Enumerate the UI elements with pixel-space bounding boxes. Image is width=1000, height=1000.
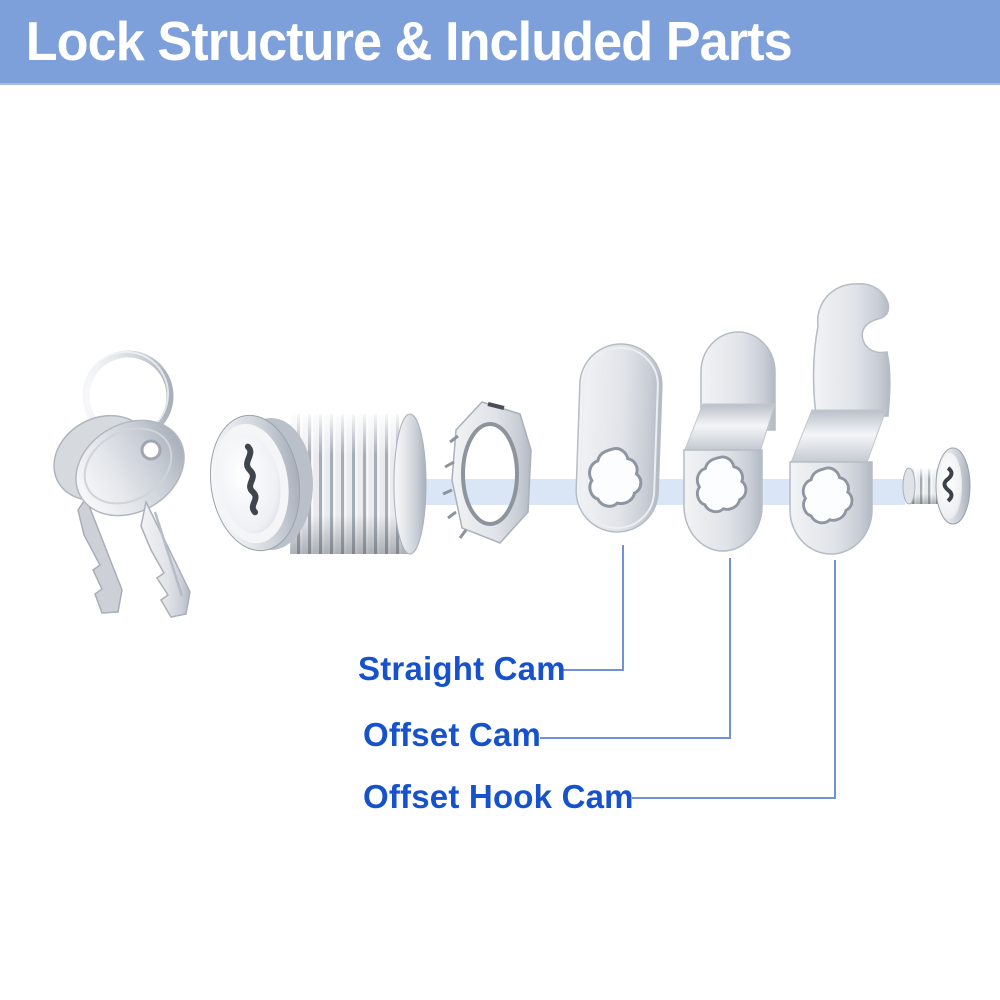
mounting-screw-icon [902, 447, 971, 525]
lock-cylinder-icon [209, 413, 427, 555]
keyway-slot [244, 443, 259, 516]
offset-hook-cam-icon [789, 283, 891, 555]
page-title: Lock Structure & Included Parts [25, 10, 793, 72]
header-banner: Lock Structure & Included Parts [0, 0, 1000, 85]
keys-with-keyring-icon [53, 350, 191, 618]
straight-cam-icon [575, 343, 663, 533]
hex-nut-icon [442, 401, 532, 544]
straight-cam-connector-line [563, 545, 624, 671]
offset-cam-connector-line [540, 558, 731, 739]
offset-hook-cam-connector-line [632, 560, 836, 799]
offset-cam-label: Offset Cam [363, 716, 542, 753]
straight-cam-label: Straight Cam [358, 650, 566, 687]
phillips-drive-mark [942, 466, 954, 503]
offset-cam-icon [683, 331, 776, 552]
offset-hook-cam-label: Offset Hook Cam [363, 778, 634, 815]
